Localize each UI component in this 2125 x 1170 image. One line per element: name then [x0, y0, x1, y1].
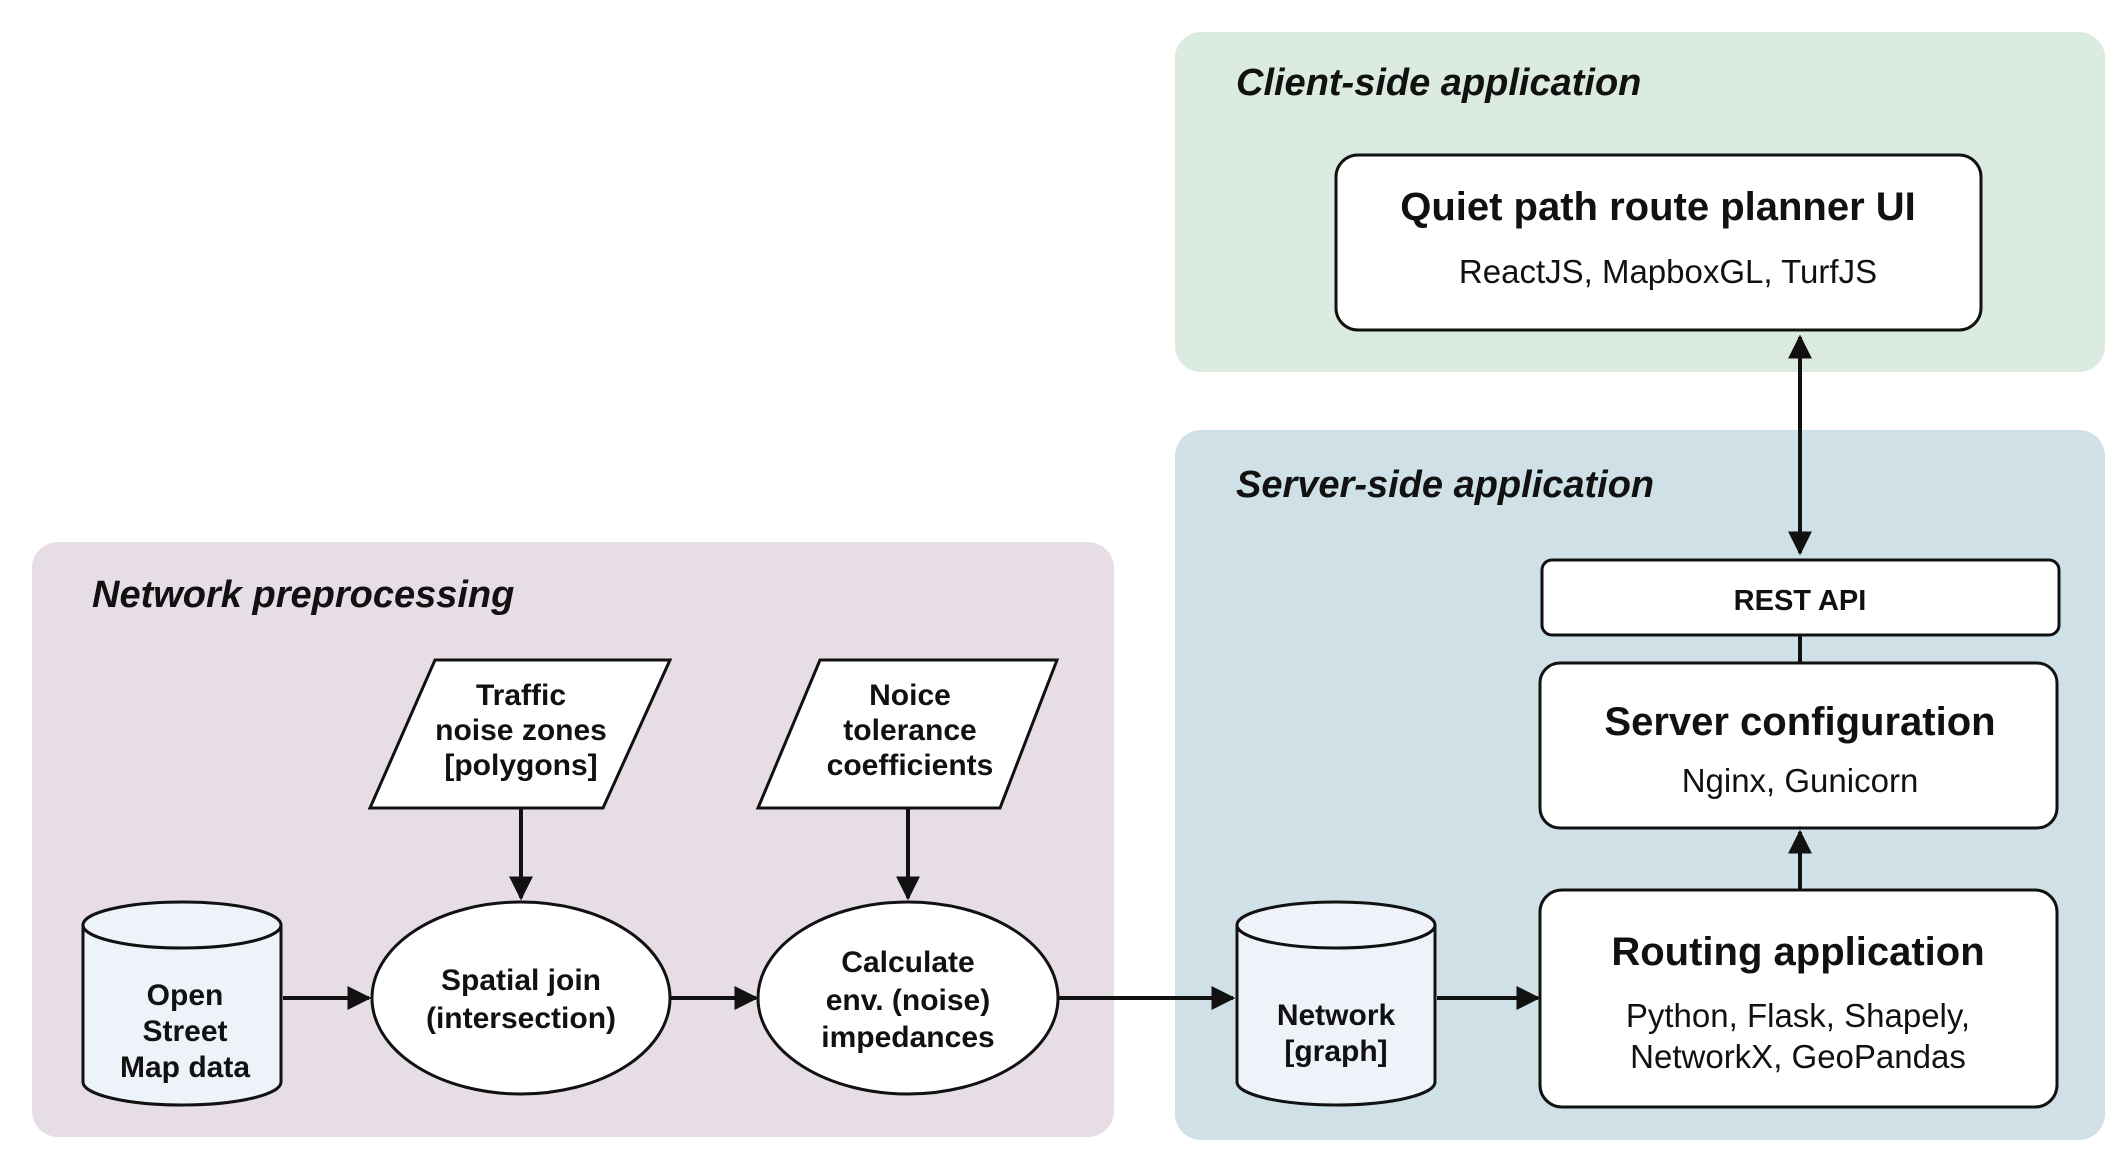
server-configuration-title: Server configuration	[1604, 700, 1995, 744]
rest-api-label: REST API	[1734, 585, 1867, 617]
route-planner-title: Quiet path route planner UI	[1400, 185, 1916, 229]
osm-data-line1: Open	[147, 979, 224, 1012]
server-configuration-box: Server configuration Nginx, Gunicorn	[1538, 661, 2059, 830]
calculate-impedances-line2: env. (noise)	[826, 984, 990, 1017]
routing-application-tech-1: Python, Flask, Shapely,	[1626, 997, 1970, 1034]
network-graph-database: Network [graph]	[1235, 900, 1437, 1107]
spatial-join-process: Spatial join (intersection)	[370, 900, 672, 1096]
noise-tolerance-input: Noice tolerance coefficients	[755, 658, 1060, 810]
calculate-impedances-line1: Calculate	[841, 946, 974, 979]
noise-tolerance-line3: coefficients	[827, 749, 994, 782]
network-graph-line1: Network	[1277, 999, 1396, 1032]
route-planner-tech: ReactJS, MapboxGL, TurfJS	[1459, 253, 1877, 290]
spatial-join-line2: (intersection)	[426, 1002, 616, 1035]
routing-application-tech-2: NetworkX, GeoPandas	[1630, 1038, 1966, 1075]
spatial-join-line1: Spatial join	[441, 964, 601, 997]
routing-application-title: Routing application	[1611, 930, 1984, 974]
noise-tolerance-line1: Noice	[869, 679, 951, 712]
traffic-noise-line1: Traffic	[476, 679, 566, 712]
osm-data-line2: Street	[142, 1015, 227, 1048]
server-configuration-tech: Nginx, Gunicorn	[1682, 762, 1919, 799]
route-planner-ui-box: Quiet path route planner UI ReactJS, Map…	[1334, 153, 1983, 332]
client-side-title: Client-side application	[1236, 62, 1641, 104]
rest-api-box: REST API	[1540, 558, 2061, 637]
osm-data-line3: Map data	[120, 1051, 250, 1084]
routing-application-box: Routing application Python, Flask, Shape…	[1538, 888, 2059, 1109]
network-graph-line2: [graph]	[1284, 1035, 1387, 1068]
calculate-impedances-line3: impedances	[821, 1021, 994, 1054]
traffic-noise-line3: [polygons]	[444, 749, 597, 782]
calculate-impedances-process: Calculate env. (noise) impedances	[756, 900, 1060, 1096]
noise-tolerance-line2: tolerance	[843, 714, 976, 747]
traffic-noise-zones-input: Traffic noise zones [polygons]	[367, 658, 673, 810]
server-side-title: Server-side application	[1236, 464, 1654, 506]
network-preprocessing-title: Network preprocessing	[92, 574, 514, 616]
traffic-noise-line2: noise zones	[435, 714, 607, 747]
osm-data-database: Open Street Map data	[81, 900, 283, 1107]
